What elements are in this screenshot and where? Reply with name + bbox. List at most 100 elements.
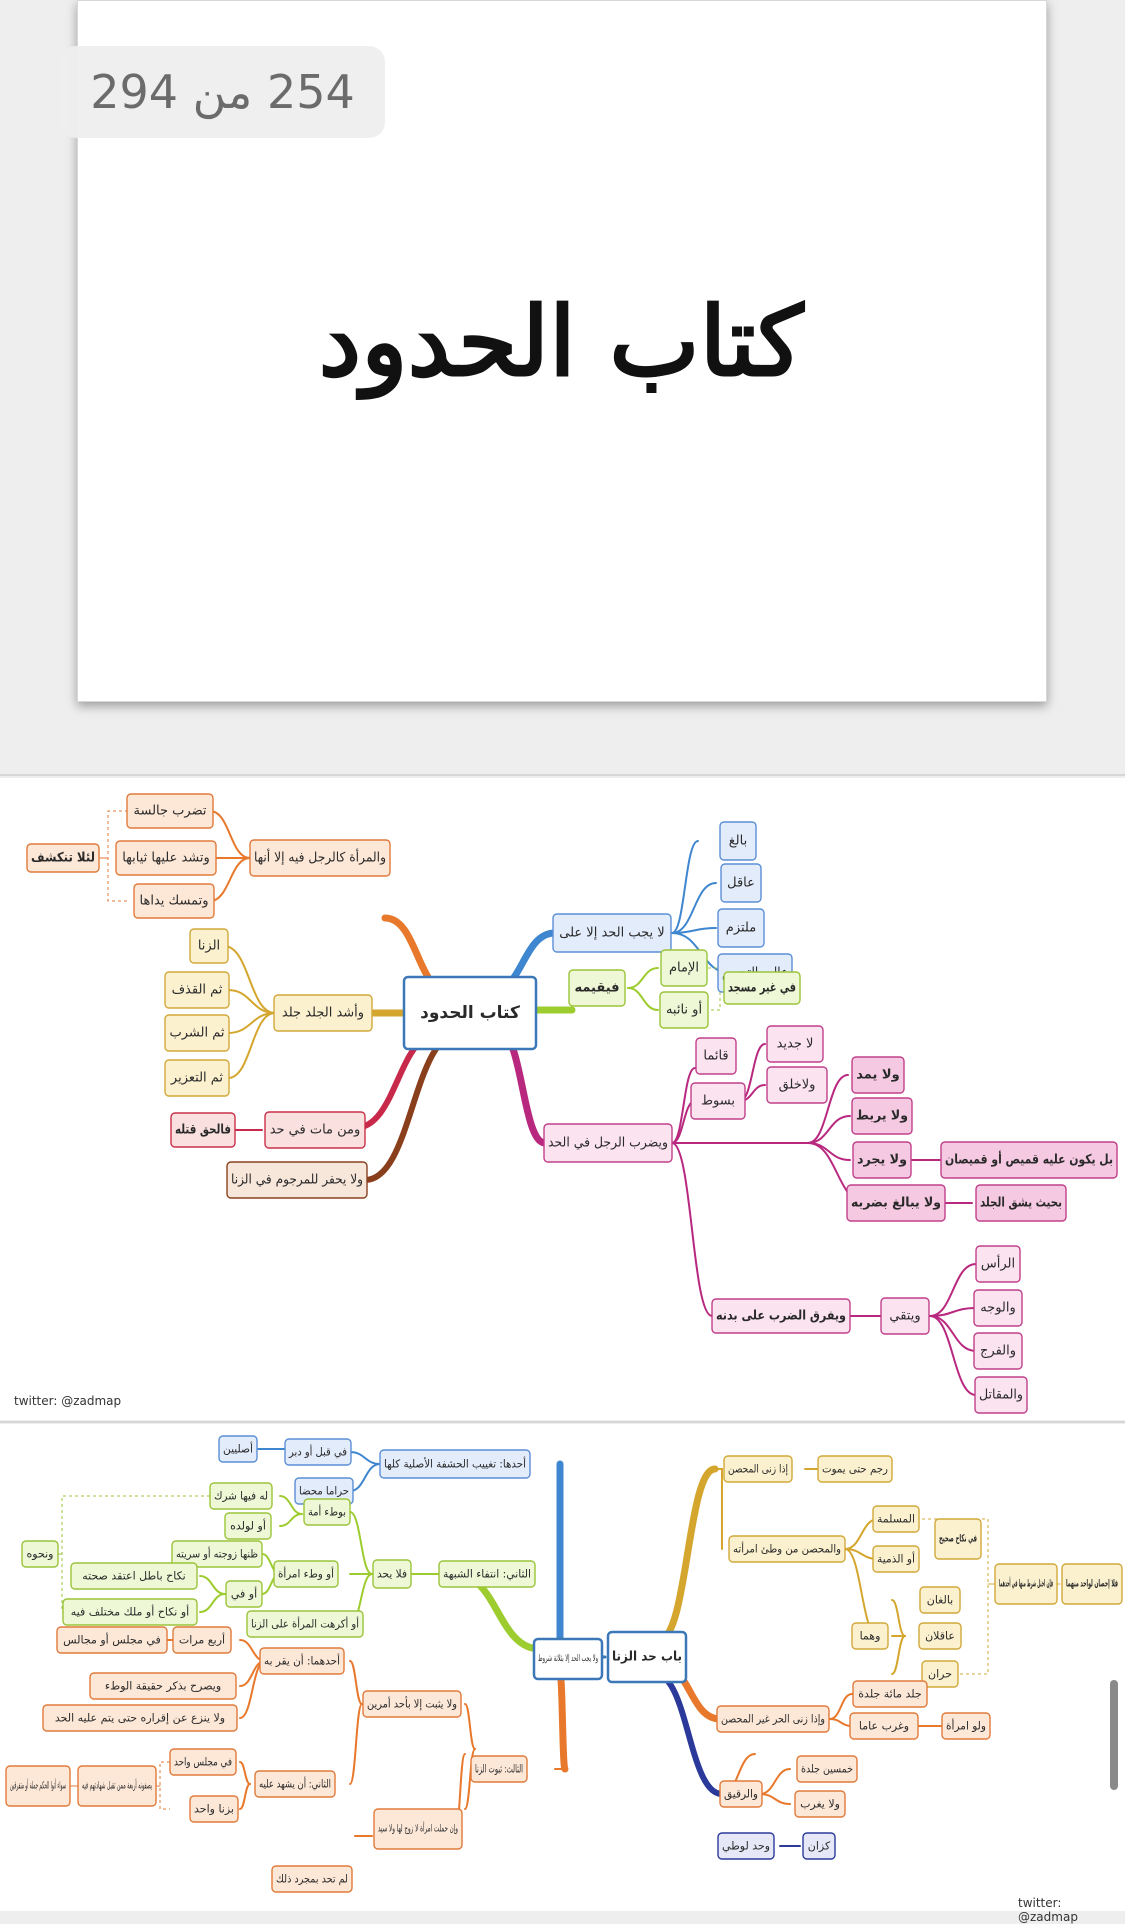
mindmap-node-dhimmiyya: أو الذمية [872, 1545, 920, 1573]
mindmap-node-majlis: في مجلس أو مجالس [56, 1626, 168, 1654]
mindmap-node-label: قائما [703, 1049, 728, 1064]
mindmap-node-tazir: ثم التعزير [164, 1059, 230, 1097]
mindmap-node-label: أو نائبه [666, 1001, 702, 1018]
branch-line [239, 1783, 251, 1810]
mindmap-node-tushadd: وتشد عليها ثيابها [115, 840, 217, 876]
mindmap-node-label: في مجلس أو مجالس [63, 1633, 161, 1647]
mindmap-node-label: فإن اختل شرط منها في أحدهما [999, 1577, 1053, 1590]
mindmap-node-label: أحدها: تغييب الحشفة الأصلية كلها [384, 1457, 526, 1471]
branch-line [279, 1513, 303, 1527]
branch-line [209, 810, 251, 859]
mindmap-node-aw-liwaladih: أو لولده [224, 1512, 272, 1540]
mindmap-node-label: وإن حملت امرأة لا زوج لها ولا سيد [378, 1822, 458, 1835]
mindmap-node-la-yubalegh: ولا يبالغ بضربه [846, 1184, 946, 1222]
branch-line [929, 1307, 977, 1317]
branch-orange [556, 1670, 569, 1773]
mindmap-node-walaw-imra: ولو امرأة [941, 1712, 991, 1740]
mindmap-node-thani: الثاني: انتفاء الشبهة [438, 1560, 536, 1588]
mindmap-node-baligh: بالغ [719, 821, 757, 861]
mindmap-node-label: ثم الشرب [170, 1026, 225, 1041]
mindmap-node-label: ولا يمد [856, 1068, 899, 1083]
mindmap-node-label: الثاني: انتفاء الشبهة [443, 1568, 531, 1581]
mindmap-node-label: بالغان [927, 1594, 954, 1607]
page-indicator: 254 من 294 [60, 46, 385, 138]
branch-line [349, 1451, 381, 1465]
mindmap-node-label: في مجلس واحد [174, 1756, 232, 1769]
mindmap-node-naibuh: أو نائبه [659, 991, 709, 1029]
branch-line [671, 882, 717, 934]
mindmap-node-label: ويتقي [889, 1309, 920, 1324]
mindmap-node-muhsan: والمحصن من وطئ امرأته [728, 1535, 846, 1563]
mindmap-node-label: الرأس [981, 1255, 1015, 1272]
mindmap-node-label: وتمسك يداها [140, 894, 209, 909]
mindmap-node-bisawt: بسوط [690, 1082, 746, 1120]
branch-line [891, 1635, 906, 1675]
mindmap-node-zan: كزان [802, 1832, 836, 1860]
mindmap-node-label: رجم حتى يموت [822, 1463, 888, 1476]
mindmap-node-label: أو لولده [230, 1519, 266, 1533]
mindmap-node-label: الزنا [198, 939, 220, 954]
mindmap-node-label: والرقيق [724, 1788, 758, 1802]
mindmap-node-nikah-mukhtalaf: أو نكاح أو ملك مختلف فيه [62, 1598, 198, 1626]
mindmap-node-wajh: والوجه [973, 1289, 1023, 1327]
mindmap-node-fala-yuhad: فلا يحد [372, 1559, 412, 1589]
mindmap-node-label: عاقلان [925, 1630, 955, 1643]
mindmap-node-yuqirr: أحدهما: أن يقر به [259, 1647, 345, 1675]
mindmap-node-wala-khalaq: ولاخلق [766, 1066, 828, 1104]
mindmap-node-label: الإمام [669, 961, 699, 976]
branch-line [239, 1761, 251, 1785]
mindmap-node-label: جلد مائة جلدة [858, 1688, 921, 1701]
mindmap-node-ikhtall: فإن اختل شرط منها في أحدهما [994, 1563, 1058, 1605]
branch-line [464, 1703, 476, 1750]
mindmap-node-label: في نكاح صحيح [939, 1534, 977, 1545]
branch-line [807, 1074, 849, 1144]
branch-line [807, 1115, 851, 1144]
mindmap-node-arba-marrat: أربع مرات [172, 1626, 232, 1654]
branch-line [671, 840, 699, 934]
scrollbar-thumb[interactable] [1110, 1680, 1118, 1790]
mindmap-node-label: تضرب جالسة [134, 804, 207, 819]
mindmap-node-label: أو أكرهت المرأة على الزنا [251, 1617, 359, 1631]
mindmap-node-label: الثالث: ثبوت الزنا [475, 1763, 523, 1776]
mindmap-node-ghurrib: وغرب عاما [849, 1712, 919, 1740]
branch-line [891, 1599, 906, 1637]
branch-line [199, 1575, 226, 1595]
mindmap-node-label: ولاخلق [779, 1078, 816, 1093]
mindmap-node-label: بل يكون عليه قميص أو قميصان [945, 1151, 1113, 1168]
branch-line [929, 1315, 977, 1396]
mindmap-node-label: ولا يثبت إلا بأحد أمرين [367, 1696, 457, 1711]
branch-line [759, 1793, 791, 1805]
mindmap-node-raqiq: والرقيق [719, 1780, 763, 1808]
mindmap-node-label: نكاح باطل اعتقد صحته [82, 1570, 186, 1583]
mindmap-node-zanaha: ظنها زوجته أو سريته [171, 1540, 263, 1568]
mindmap-node-label: ونحوه [27, 1548, 54, 1561]
mindmap-node-liwat: وحد لوطي [717, 1832, 775, 1860]
mindmap-node-label: ولا يجرد [857, 1153, 907, 1168]
mindmap-node-label: خمسين جلدة [801, 1763, 853, 1776]
mindmap-node-tudrab: تضرب جالسة [126, 793, 214, 829]
mindmap-node-center: كتاب الحدود [402, 975, 538, 1051]
mindmap-node-label: أو وطء امرأة [278, 1567, 334, 1581]
mindmap-node-zina: الزنا [189, 928, 229, 964]
mindmap-node-label: بزنا واحد [194, 1803, 234, 1816]
mindmap-node-qaiman: قائما [695, 1037, 737, 1075]
mindmap-node-la-yanzi: ولا ينزع عن إقراره حتى يتم عليه الحد [42, 1704, 238, 1732]
mindmap-node-aqil: عاقل [720, 863, 762, 903]
mindmap-node-label: بسوط [701, 1094, 735, 1109]
mindmap-node-sawa: سواء أتوا الحكم جملة أو متفرقين [5, 1765, 71, 1807]
mindmap-node-rajm: رجم حتى يموت [817, 1455, 893, 1483]
mindmap-node-label: أصليين [223, 1442, 253, 1456]
mindmap-node-label: المسلمة [877, 1513, 915, 1526]
mindmap-node-hurran: حران [921, 1660, 959, 1688]
mindmap-node-aslayn: أصليين [218, 1435, 258, 1463]
map-credit: twitter: @zadmap [1018, 1896, 1078, 1924]
mindmap-node-label: والمحصن من وطئ امرأته [733, 1542, 841, 1556]
mindmap-node-farj: والفرج [973, 1332, 1023, 1370]
mindmap-node-arbaa: يصفونه أربعة ممن تقبل شهادتهم فيه [77, 1765, 157, 1807]
mindmap-node-idha-zana: إذا زنى المحصن [723, 1455, 793, 1483]
mindmap-node-label: ولا يغرب [800, 1798, 840, 1811]
mindmap-node-muslima: المسلمة [872, 1505, 920, 1533]
